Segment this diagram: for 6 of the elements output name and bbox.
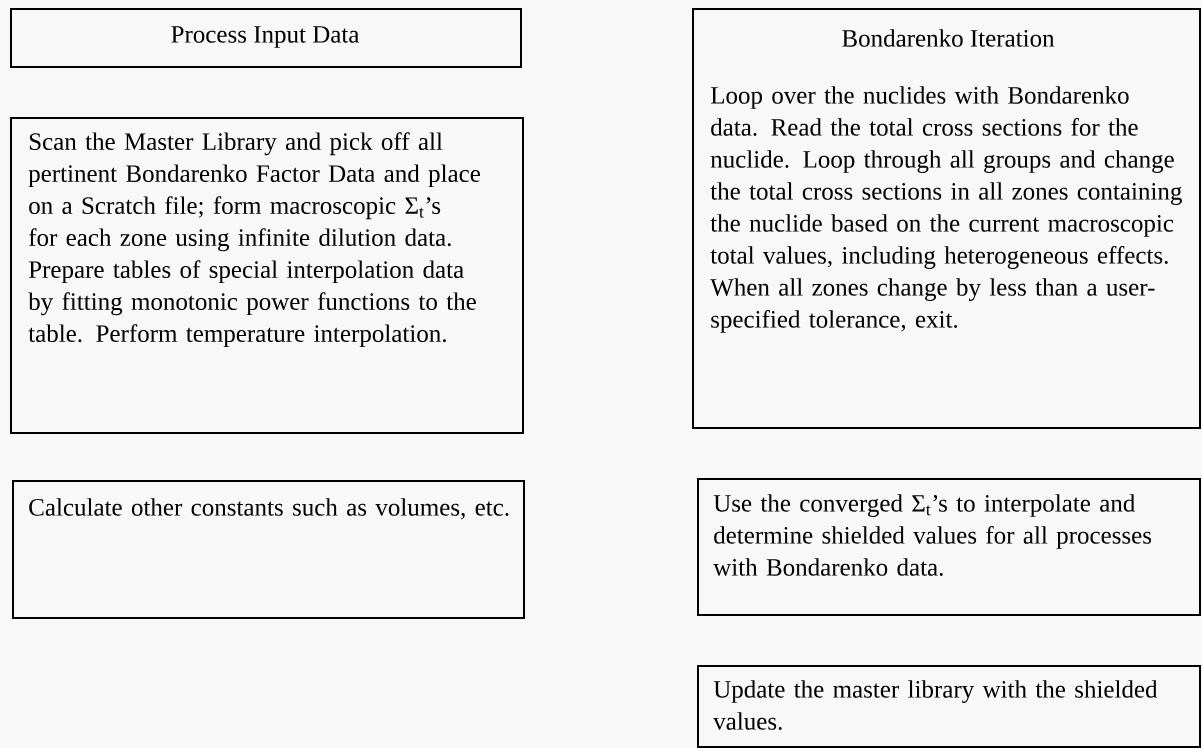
process-box: Update the master library with the shielded values. <box>697 665 1201 748</box>
process-box: Bondarenko Iteration Loop over the nuclides with Bondarenko data. Read the total cross sections for the nuclide. Loop through all groups and change the total cross sections in all zones containing the nuclide based on the current macroscopic total values, including heterogeneous effects. When all zones change by less than a user-specified tolerance, exit. <box>692 8 1201 429</box>
process-box: Calculate other constants such as volumes, etc. <box>12 480 525 619</box>
process-box: Use the converged Σ$_{t}$’s to interpolate and determine shielded values for all processes with Bondarenko data. <box>697 478 1201 616</box>
process-box: Scan the Master Library and pick off all pertinent Bondarenko Factor Data and place on a Scratch file; form macroscopic Σ$_{t}$’s for each zone using infinite dilution data. Prepare tables of special interpolation data by fitting monotonic power functions to the table. Perform temperature interpolation. <box>10 117 524 434</box>
process-box: Process Input Data <box>10 8 522 68</box>
